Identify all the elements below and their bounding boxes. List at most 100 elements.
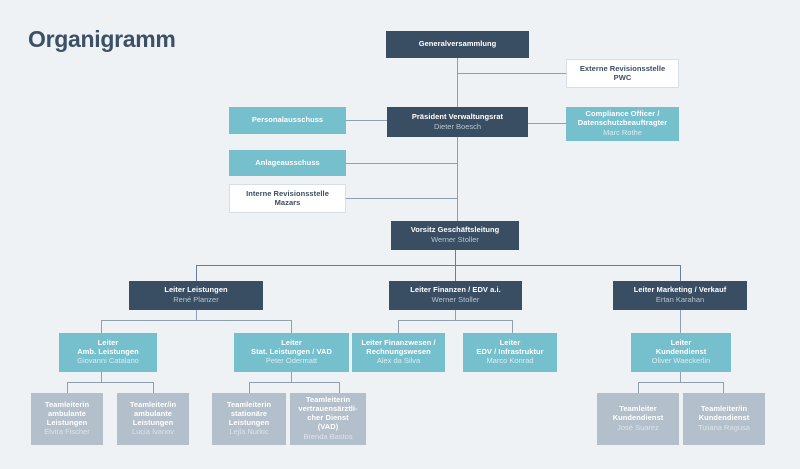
node-title: Leiter Finanzen / EDV a.i. xyxy=(410,285,501,295)
node-title-line3: Leistungen xyxy=(46,417,88,427)
node-subtitle: Werner Stoller xyxy=(431,295,480,304)
connector-drop-leistungen xyxy=(196,265,197,281)
connector-amb-bar xyxy=(67,382,153,383)
node-title-line3: Leistungen xyxy=(228,417,270,427)
node-title-line3: Leistungen xyxy=(132,417,174,427)
node-praesident-verwaltungsrat[interactable]: Präsident Verwaltungsrat Dieter Boesch xyxy=(387,107,528,137)
connector-praesident-vorsitz xyxy=(457,137,458,221)
node-title-line2: Datenschutzbeauftragter xyxy=(577,118,668,128)
node-title: Teamleiter xyxy=(619,404,657,414)
node-anlageausschuss[interactable]: Anlageausschuss xyxy=(229,150,346,176)
connector-praesident-compliance xyxy=(528,123,566,124)
node-title: Leiter xyxy=(499,337,521,347)
node-title: Vorsitz Geschäftsleitung xyxy=(410,225,500,235)
node-title: Präsident Verwaltungsrat xyxy=(411,111,504,121)
node-subtitle: Alex da Silva xyxy=(376,356,421,366)
node-leiter-marketing[interactable]: Leiter Marketing / Verkauf Ertan Karahan xyxy=(613,281,747,310)
node-subtitle: José Suarez xyxy=(617,422,659,432)
node-teamleiterin-vad[interactable]: Teamleiterin vertrauensärztli- cher Dien… xyxy=(290,393,366,445)
node-title: Teamleiterin xyxy=(226,399,272,409)
node-interne-revisionsstelle[interactable]: Interne Revisionsstelle Mazars xyxy=(229,184,346,213)
connector-stat-left-drop xyxy=(249,382,250,393)
node-title: Compliance Officer / xyxy=(585,109,660,119)
node-title-line2: stationäre xyxy=(230,408,268,418)
connector-stat-bar xyxy=(249,382,339,383)
node-subtitle: Ertan Karahan xyxy=(655,295,705,304)
node-title: Teamleiterin xyxy=(44,399,90,409)
node-title: Externe Revisionsstelle xyxy=(579,63,666,73)
connector-kundendienst-down xyxy=(680,372,681,383)
node-subtitle: Peter Odermatt xyxy=(265,356,318,366)
node-leiter-kundendienst[interactable]: Leiter Kundendienst Oliver Waeckerlin xyxy=(631,333,731,372)
connector-kd-right-drop xyxy=(723,382,724,393)
node-title: Leiter xyxy=(281,337,302,347)
node-leiter-edv-infrastruktur[interactable]: Leiter EDV / Infrastruktur Marco Konrad xyxy=(463,333,557,372)
node-title-line2: Mazars xyxy=(274,197,301,207)
node-externe-revisionsstelle[interactable]: Externe Revisionsstelle PWC xyxy=(566,59,679,88)
node-subtitle: Oliver Waeckerlin xyxy=(651,356,711,366)
node-title: Anlageausschuss xyxy=(255,157,320,167)
connector-kd-left-drop xyxy=(638,382,639,393)
connector-interne-revision xyxy=(346,198,457,199)
node-title: Leiter Finanzwesen / xyxy=(361,337,436,347)
node-title-line2: ambulante xyxy=(134,408,172,418)
node-teamleiter-kundendienst-1[interactable]: Teamleiter Kundendienst José Suarez xyxy=(597,393,679,445)
node-teamleiterin-stationaere[interactable]: Teamleiterin stationäre Leistungen Lejla… xyxy=(212,393,286,445)
node-subtitle: Marc Rothe xyxy=(603,127,642,137)
node-title: Leiter Marketing / Verkauf xyxy=(633,285,727,295)
connector-generalversammlung-praesident xyxy=(457,58,458,111)
connector-kundendienst-bar xyxy=(638,382,723,383)
node-title: Teamleiterin xyxy=(305,395,351,405)
node-vorsitz-geschaeftsleitung[interactable]: Vorsitz Geschäftsleitung Werner Stoller xyxy=(391,221,519,250)
node-leiter-stat-leistungen[interactable]: Leiter Stat. Leistungen / VAD Peter Oder… xyxy=(234,333,349,372)
connector-amb-right-drop xyxy=(153,382,154,393)
node-leiter-finanzen[interactable]: Leiter Finanzen / EDV a.i. Werner Stolle… xyxy=(389,281,522,310)
connector-stat-down xyxy=(291,372,292,383)
node-compliance-officer[interactable]: Compliance Officer / Datenschutzbeauftra… xyxy=(566,107,679,141)
node-leiter-amb-leistungen[interactable]: Leiter Amb. Leistungen Giovanni Catalano xyxy=(59,333,157,372)
node-title-line2: ambulante xyxy=(48,408,86,418)
connector-leistungen-left-drop xyxy=(101,320,102,333)
connector-finanzen-left-drop xyxy=(398,320,399,333)
connector-amb-down xyxy=(101,372,102,383)
connector-marketing-down xyxy=(680,310,681,333)
node-teamleiter-kundendienst-2[interactable]: Teamleiter/in Kundendienst Tiziana Ragus… xyxy=(683,393,765,445)
connector-distributor-level2 xyxy=(196,265,681,266)
node-title-line2: EDV / Infrastruktur xyxy=(476,346,544,356)
connector-stat-right-drop xyxy=(339,382,340,393)
node-personalausschuss[interactable]: Personalausschuss xyxy=(229,107,346,134)
node-subtitle: Tiziana Ragusa xyxy=(698,422,750,432)
node-teamleiter-ambulante-2[interactable]: Teamleiter/in ambulante Leistungen Lucia… xyxy=(117,393,189,445)
connector-praesident-personalausschuss xyxy=(346,120,387,121)
node-subtitle: Dieter Boesch xyxy=(433,121,482,131)
node-subtitle: Brenda Bastos xyxy=(303,431,353,441)
node-subtitle: Elvira Fischer xyxy=(44,427,90,437)
node-title: Leiter xyxy=(97,337,119,347)
connector-anlageausschuss xyxy=(346,163,457,164)
connector-leistungen-right-drop xyxy=(291,320,292,333)
node-title: Interne Revisionsstelle xyxy=(246,188,329,198)
node-subtitle: Marco Konrad xyxy=(486,356,534,366)
connector-leistungen-down xyxy=(196,310,197,321)
node-title: Teamleiter/in xyxy=(700,404,748,414)
node-title-line2: Stat. Leistungen / VAD xyxy=(251,346,332,356)
node-subtitle: Werner Stoller xyxy=(431,235,479,244)
connector-finanzen-bar xyxy=(398,320,512,321)
connector-drop-marketing xyxy=(680,265,681,281)
connector-amb-left-drop xyxy=(67,382,68,393)
node-title-line2: PWC xyxy=(613,72,632,82)
node-subtitle: René Planzer xyxy=(173,295,219,304)
connector-finanzen-right-drop xyxy=(512,320,513,333)
node-title-line2: vertrauensärztli- xyxy=(298,404,358,414)
connector-finanzen-down xyxy=(455,310,456,321)
node-title: Teamleiter/in xyxy=(129,399,177,409)
node-leiter-finanzwesen[interactable]: Leiter Finanzwesen / Rechnungswesen Alex… xyxy=(352,333,445,372)
node-title-line2: Kundendienst xyxy=(698,413,750,423)
node-subtitle: Lejla Nurkic xyxy=(229,427,269,437)
node-teamleiterin-ambulante-1[interactable]: Teamleiterin ambulante Leistungen Elvira… xyxy=(31,393,103,445)
node-title-line3: cher Dienst (VAD) xyxy=(307,413,349,431)
page-title: Organigramm xyxy=(28,26,176,52)
node-generalversammlung[interactable]: Generalversammlung xyxy=(386,31,529,58)
node-leiter-leistungen[interactable]: Leiter Leistungen René Planzer xyxy=(129,281,263,310)
